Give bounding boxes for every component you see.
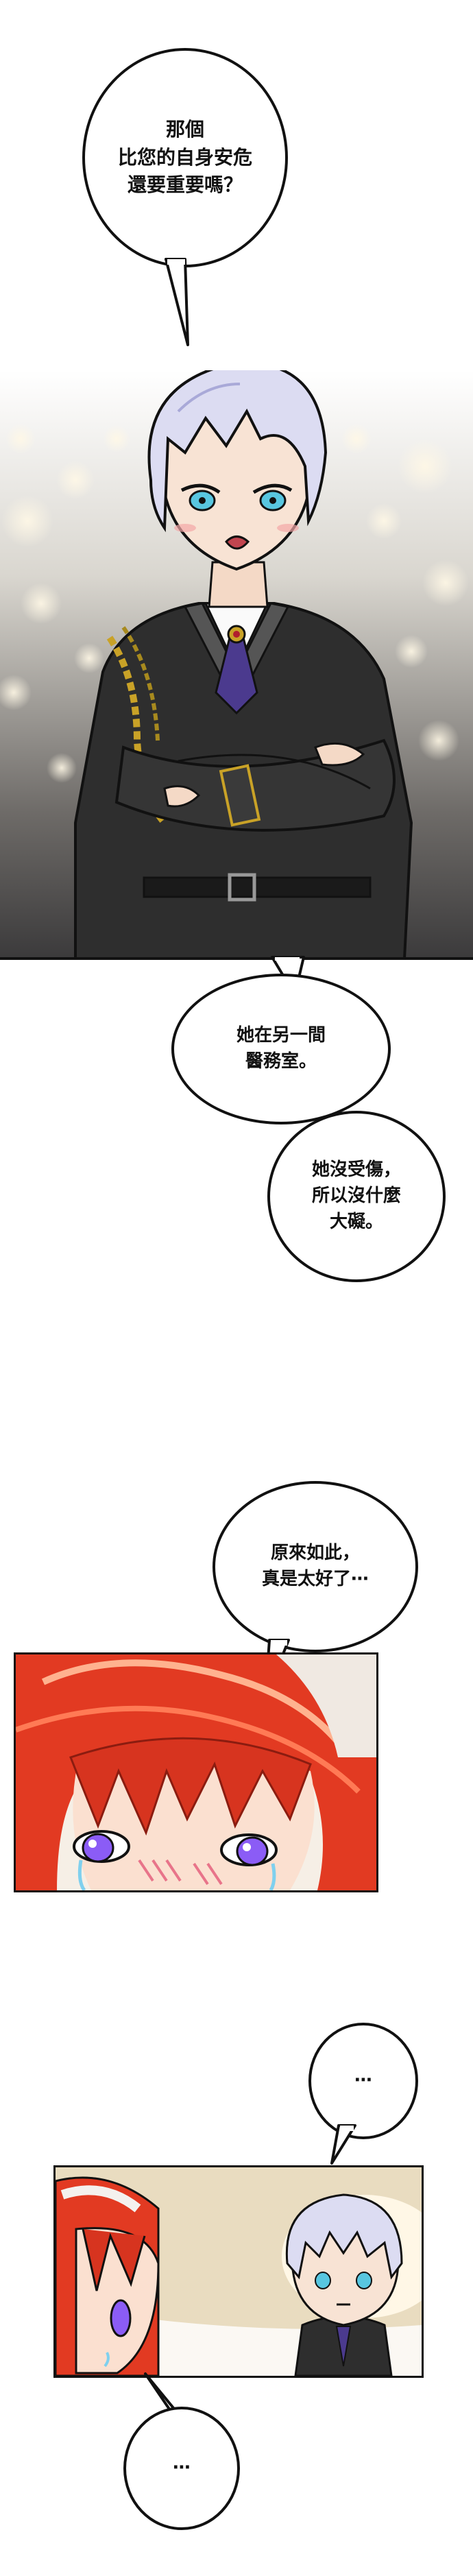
- speech-text-3: 她沒受傷， 所以沒什麼 大礙。: [311, 1159, 401, 1232]
- chibi-girl: [56, 2176, 160, 2376]
- panel-knight-arms-crossed: [0, 370, 473, 960]
- panel-girl-teary-closeup: [14, 1652, 378, 1892]
- panel-chibi-pair: [53, 2165, 424, 2378]
- speech-text-5: ⋯: [354, 2070, 372, 2091]
- speech-bubble-5: ⋯: [308, 2023, 418, 2139]
- speech-bubble-4: 原來如此， 真是太好了⋯: [213, 1481, 418, 1652]
- speech-bubble-6: ⋯: [123, 2407, 240, 2530]
- speech-bubble-3: 她沒受傷， 所以沒什麼 大礙。: [267, 1111, 446, 1282]
- speech-text-6: ⋯: [173, 2457, 191, 2479]
- speech-text-2: 她在另一間 醫務室。: [236, 1025, 326, 1072]
- knight-character: [74, 370, 413, 960]
- speech-text-4: 原來如此， 真是太好了⋯: [261, 1543, 369, 1589]
- speech-bubble-1: 那個 比您的自身安危 還要重要嗎？: [82, 48, 288, 267]
- speech-bubble-1-tail: [165, 258, 189, 346]
- chibi-boy: [285, 2193, 403, 2376]
- speech-bubble-2: 她在另一間 醫務室。: [171, 974, 391, 1124]
- speech-text-1: 那個 比您的自身安危 還要重要嗎？: [117, 118, 252, 197]
- bokeh-lights: [0, 424, 469, 823]
- speech-bubble-5-tail: [330, 2124, 356, 2165]
